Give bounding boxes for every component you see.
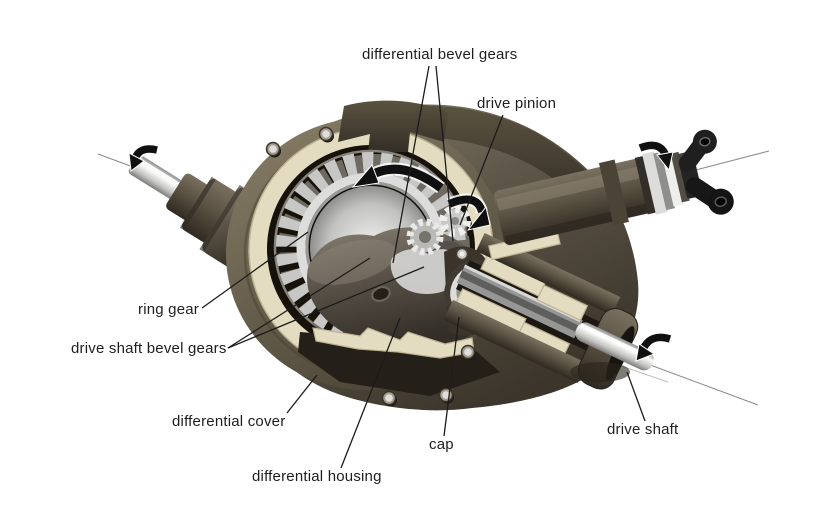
u-joint-yoke — [676, 129, 734, 215]
leader-ring-gear — [201, 231, 309, 309]
leader-lines — [201, 65, 646, 469]
drive-shaft-bevel-gear-left — [390, 249, 463, 294]
flange-bolt — [381, 390, 397, 407]
axis-line-top-right — [687, 150, 770, 173]
cap-bolt — [455, 247, 469, 261]
drive-shaft-rotation-arrow-icon — [635, 331, 672, 362]
ring-gear-rotation-arrow-icon — [351, 162, 445, 194]
left-axle-rotation-arrow-icon — [128, 143, 159, 172]
leader-differential-bevel-gears-2 — [435, 65, 454, 242]
label-differential-cover: differential cover — [172, 413, 286, 430]
flange-bolt — [460, 344, 476, 361]
leader-differential-bevel-gears-1 — [392, 65, 430, 264]
drive-shaft — [575, 322, 654, 371]
drive-pinion-rotation-arrow-icon — [637, 139, 674, 172]
differential-pinion-rotation-arrow-icon — [446, 193, 491, 231]
label-cap: cap — [429, 436, 454, 453]
drive-pinion-neck — [488, 129, 734, 261]
leader-cap — [443, 316, 460, 437]
leader-drive-shaft-bevel-gears-2 — [227, 266, 425, 349]
flange-bolt — [265, 141, 281, 158]
rotation-arrows — [128, 139, 674, 362]
tube-shadow — [570, 362, 630, 382]
axis-line-left — [97, 153, 137, 169]
leader-drive-shaft-bevel-gears-1 — [227, 257, 371, 349]
axle-tube-left — [166, 173, 209, 221]
label-differential-housing: differential housing — [252, 468, 382, 485]
pinion-bearing-rings — [634, 151, 690, 215]
label-drive-shaft-bevel-gears: drive shaft bevel gears — [71, 340, 227, 357]
flange-bolt — [318, 126, 334, 143]
leader-drive-shaft — [626, 371, 646, 422]
leader-differential-housing — [340, 317, 401, 469]
case-hole — [371, 286, 391, 302]
leader-drive-pinion — [459, 114, 504, 226]
label-drive-shaft: drive shaft — [607, 421, 679, 438]
label-differential-bevel-gears: differential bevel gears — [362, 46, 518, 63]
label-drive-pinion: drive pinion — [477, 95, 557, 112]
label-ring-gear: ring gear — [138, 301, 200, 318]
differential-bevel-gears-group — [390, 205, 471, 294]
leader-differential-cover — [286, 374, 318, 414]
cutaway-lower-edge — [312, 327, 475, 359]
